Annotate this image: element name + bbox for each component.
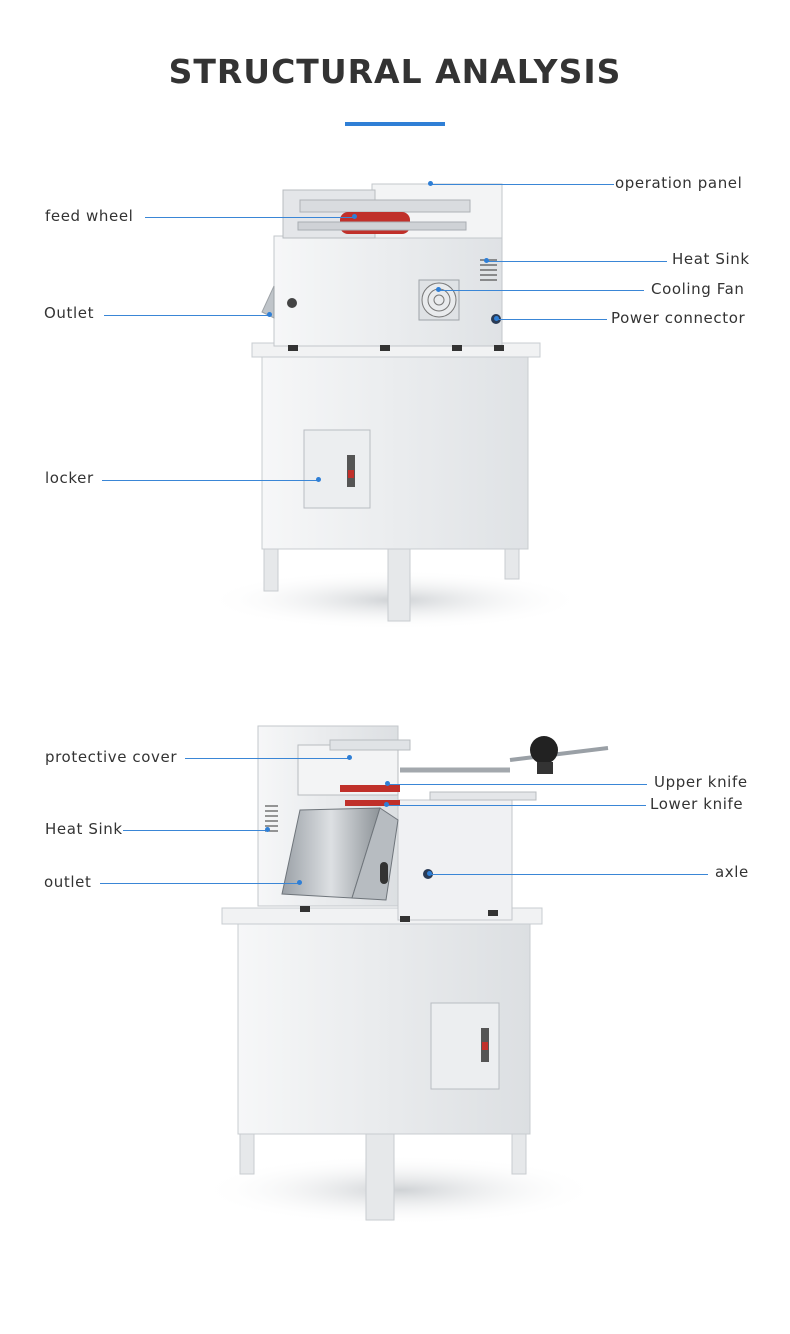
leg-left (263, 548, 279, 592)
callout-line-heat-sink-1 (487, 261, 667, 262)
heat-sink-vents-2 (265, 805, 278, 832)
label-outlet-2: outlet (44, 873, 92, 891)
label-upper-knife: Upper knife (654, 773, 748, 791)
callout-line-locker (102, 480, 319, 481)
label-feed-wheel: feed wheel (45, 207, 134, 225)
callout-line-axle (430, 874, 708, 875)
callout-dot-outlet-1 (267, 312, 272, 317)
machine-front-illustration (205, 183, 585, 630)
callout-line-lower-knife (387, 805, 646, 806)
cabinet-door (303, 429, 371, 509)
feed-tray (429, 791, 537, 801)
label-operation-panel: operation panel (615, 174, 743, 192)
leg-right-2 (511, 1133, 527, 1175)
callout-dot-locker (316, 477, 321, 482)
fan-grille (421, 282, 457, 318)
title-underline (345, 122, 445, 126)
callout-dot-lower-knife (384, 802, 389, 807)
callout-line-protective-cover (185, 758, 350, 759)
floor-shadow-2 (200, 1155, 600, 1225)
callout-dot-heat-sink-1 (484, 258, 489, 263)
callout-dot-protective-cover (347, 755, 352, 760)
callout-line-outlet-1 (104, 315, 270, 316)
callout-dot-heat-sink-2 (265, 827, 270, 832)
outlet-knob (287, 298, 297, 308)
leg-right (504, 548, 520, 580)
label-cooling-fan: Cooling Fan (651, 280, 745, 298)
callout-dot-outlet-2 (297, 880, 302, 885)
callout-dot-feed-wheel (352, 214, 357, 219)
callout-line-operation-panel (431, 184, 614, 185)
label-heat-sink-2: Heat Sink (45, 820, 123, 838)
upper-knife-red (340, 785, 400, 792)
label-power-connector: Power connector (611, 309, 746, 327)
callout-dot-cooling-fan (436, 287, 441, 292)
callout-line-heat-sink-2 (123, 830, 268, 831)
label-lower-knife: Lower knife (650, 795, 744, 813)
label-heat-sink-1: Heat Sink (672, 250, 750, 268)
leg-mid-2 (365, 1133, 395, 1221)
label-protective-cover: protective cover (45, 748, 178, 766)
callout-line-feed-wheel (145, 217, 355, 218)
label-axle: axle (715, 863, 749, 881)
leg-left-2 (239, 1133, 255, 1175)
label-outlet-1: Outlet (44, 304, 95, 322)
label-locker: locker (45, 469, 94, 487)
callout-dot-axle (427, 871, 432, 876)
callout-dot-upper-knife (385, 781, 390, 786)
spool-wheel (530, 736, 558, 764)
leg-mid (387, 548, 411, 622)
callout-line-power-connector (497, 319, 607, 320)
callout-line-cooling-fan (439, 290, 644, 291)
page-title: STRUCTURAL ANALYSIS (168, 52, 622, 91)
spool-rod (509, 746, 609, 762)
side-panel-2 (397, 799, 513, 921)
callout-line-upper-knife (388, 784, 647, 785)
callout-line-outlet-2 (100, 883, 300, 884)
callout-dot-operation-panel (428, 181, 433, 186)
callout-dot-power-connector (494, 316, 499, 321)
lower-knife-red (345, 800, 400, 806)
